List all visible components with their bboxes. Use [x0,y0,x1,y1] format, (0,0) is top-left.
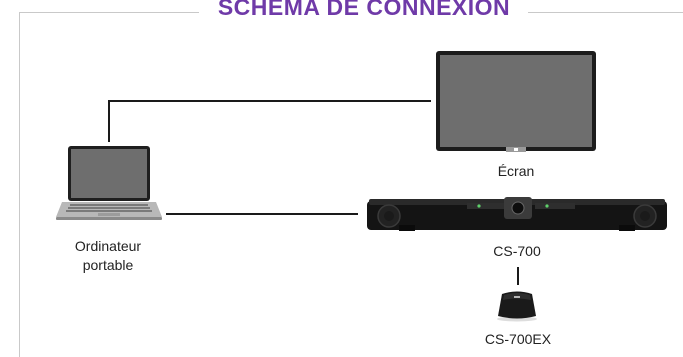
monitor-icon [436,51,596,152]
video-bar-icon [367,197,667,231]
wire-laptop-soundbar [166,213,358,215]
screen-label: Écran [497,163,535,179]
expansion-module-icon [497,291,537,322]
wire-laptop-screen-vertical [108,100,110,142]
frame-top-right-line [528,12,683,13]
laptop-label-line1: Ordinateur [74,238,142,254]
expansion-label: CS-700EX [484,331,552,347]
wire-laptop-screen-horizontal [108,100,431,102]
soundbar-label: CS-700 [493,243,541,259]
frame-top-left-line [19,12,199,13]
laptop-icon [56,146,162,220]
wire-soundbar-expansion [517,267,519,285]
frame-left-line [19,12,20,357]
laptop-label-line2: portable [82,257,134,273]
diagram-title: SCHEMA DE CONNEXION [217,0,511,20]
